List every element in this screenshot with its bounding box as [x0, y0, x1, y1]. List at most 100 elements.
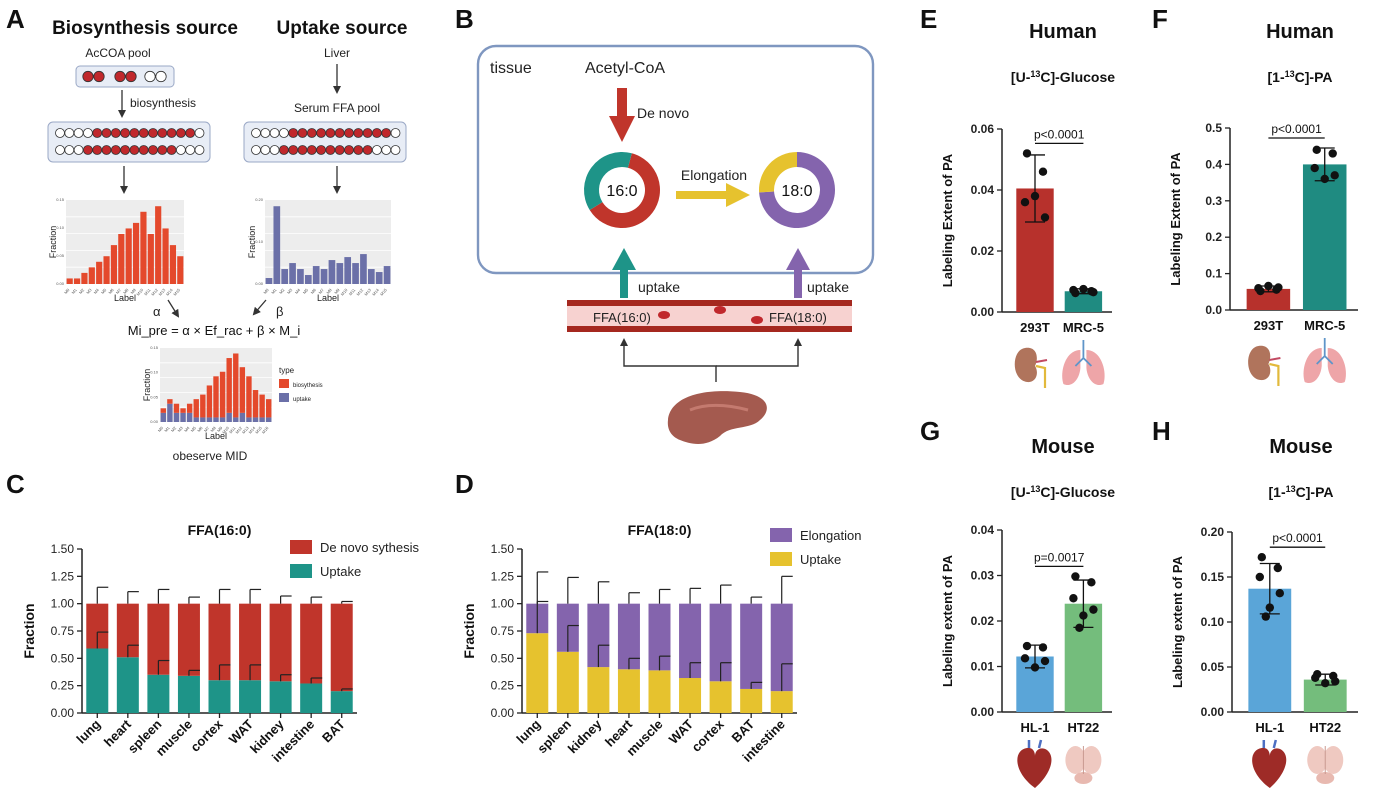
ring-18-0	[759, 152, 836, 228]
mini-hist-bar-uptake	[200, 417, 206, 422]
mini-hist-tick-label: M4	[183, 425, 191, 433]
chain-bead	[353, 128, 364, 138]
y-tick-label: 0.4	[1205, 157, 1222, 171]
mini-hist-bar	[336, 263, 344, 284]
de-novo-arrow-shaft	[617, 88, 627, 118]
chain-bead	[73, 145, 84, 155]
bar-uptake	[147, 674, 170, 713]
panel-letter-e: E	[920, 4, 937, 34]
mini-hist-tick-label: M5	[100, 287, 108, 295]
y-tick-label: 0.15	[1201, 570, 1225, 584]
bar-uptake	[648, 670, 671, 713]
chain-bead	[381, 128, 392, 138]
mini-hist-bar-uptake	[233, 417, 239, 422]
y-tick-label: 0.05	[1201, 660, 1225, 674]
data-point	[1022, 149, 1032, 158]
mini-hist-tick-label: M9	[129, 287, 137, 295]
mini-hist-bar	[360, 254, 367, 284]
panel-h: Mouse[1-13C]-PA0.000.050.100.150.20Label…	[1170, 436, 1358, 788]
legend-label: De novo sythesis	[320, 540, 419, 555]
data-point	[1022, 641, 1032, 651]
y-tick-label: 1.50	[491, 542, 515, 556]
chain-bead	[344, 128, 354, 138]
mini-hist-bar-uptake	[246, 417, 252, 422]
y-tick-label: 0.50	[51, 651, 75, 665]
data-point	[1079, 611, 1088, 620]
bar-de-novo-sythesis	[300, 603, 323, 684]
y-tick-label: 0.00	[491, 706, 515, 720]
y-tick-label: 1.25	[491, 569, 515, 583]
chain-bead	[101, 145, 112, 155]
chain-bead	[344, 145, 354, 155]
chain-bead	[157, 128, 168, 138]
biosynthesis-source-title: Biosynthesis source	[52, 18, 238, 39]
mini-hist-tick-label: M9	[333, 287, 341, 295]
uptake-chain-box	[243, 121, 407, 163]
y-axis-label: Fraction	[461, 603, 477, 658]
mini-hist-bar	[304, 275, 312, 284]
mini-hist-bar-uptake	[206, 417, 213, 422]
mini-hist-tick-label: M9	[216, 425, 224, 433]
chain-bead	[55, 128, 65, 138]
mini-hist-tick-label: M15	[254, 425, 263, 435]
uptake-label-1: uptake	[638, 279, 680, 295]
bar-uptake	[269, 681, 292, 713]
legend-label: Uptake	[800, 552, 841, 567]
de-novo-label: De novo	[637, 105, 689, 121]
liver-to-ffa16-arrow	[620, 338, 717, 382]
liver-to-ffa18-arrow	[716, 338, 802, 367]
chain-bead	[390, 128, 401, 138]
chain-bead	[297, 145, 308, 155]
data-point	[1321, 679, 1330, 688]
chain-bead	[148, 145, 158, 155]
mini-hist-bar	[193, 399, 199, 418]
mini-hist-ytick: 0.10	[56, 225, 65, 230]
mini-hist-tick-label: M12	[355, 287, 364, 297]
chart-title: FFA(16:0)	[188, 522, 252, 538]
mini-hist-bar	[219, 371, 226, 418]
ring-16-0-label: 16:0	[606, 183, 637, 200]
bar-uptake	[617, 669, 640, 713]
mini-hist-tick-label: M5	[190, 425, 198, 433]
mini-hist-tick-label: M6	[196, 425, 204, 433]
uptake-source-title: Uptake source	[277, 18, 408, 39]
mini-hist-tick-label: M4	[93, 287, 101, 295]
panel-letter-h: H	[1152, 416, 1171, 446]
chain-bead	[64, 128, 75, 138]
chain-bead	[64, 145, 75, 155]
legend-label-uptake: uptake	[293, 397, 312, 403]
brain-left-hemisphere-icon	[1307, 746, 1328, 774]
data-point	[1071, 572, 1080, 581]
mini-hist-tick-label: M2	[170, 425, 178, 433]
mini-hist-bar	[177, 256, 184, 284]
mini-hist-tick-label: M1	[163, 425, 171, 433]
bar-de-novo-sythesis	[116, 603, 139, 658]
mini-hist-tick-label: M7	[203, 425, 211, 433]
mini-hist-bar	[328, 260, 336, 284]
y-tick-label: 0.02	[971, 244, 995, 258]
left-lung-icon	[1062, 350, 1081, 386]
y-tick-label: 0.00	[971, 305, 995, 319]
y-tick-label: 0.04	[971, 183, 995, 197]
bar-de-novo-sythesis	[239, 603, 262, 681]
data-point	[1089, 287, 1098, 297]
y-tick-label: 0.02	[971, 614, 995, 628]
chain-bead	[175, 145, 186, 155]
mini-hist-bar	[226, 358, 232, 413]
chain-bead	[334, 128, 345, 138]
mini-hist-bar-uptake	[259, 417, 265, 422]
chain-bead	[120, 145, 130, 155]
mini-hist-tick-label: M10	[221, 425, 230, 435]
data-point	[1273, 563, 1283, 573]
y-tick-label: 0.50	[491, 651, 515, 665]
y-tick-label: 0.01	[971, 660, 995, 674]
mini-hist-tick-label: M6	[107, 287, 115, 295]
mini-hist-bar	[289, 263, 296, 284]
mini-hist-ytick: 0.15	[150, 345, 159, 350]
renal-vessel-icon	[1035, 359, 1048, 363]
data-point	[1274, 283, 1283, 292]
acoa-bead	[155, 70, 167, 83]
vessel-wall-bottom	[567, 326, 852, 332]
data-point	[1261, 612, 1271, 621]
